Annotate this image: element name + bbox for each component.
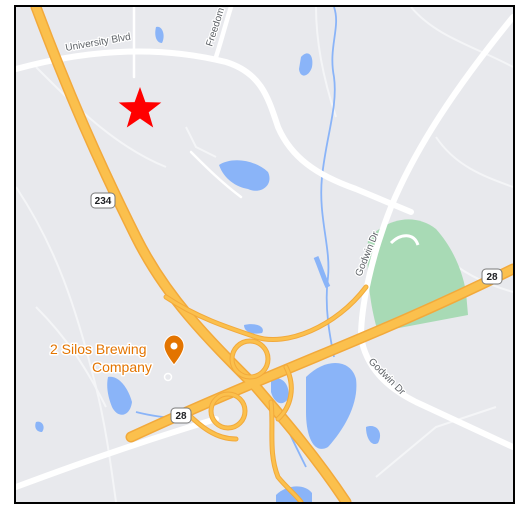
pond [299,53,313,76]
route-28-south-road [16,416,219,490]
minor-roads [16,7,513,502]
route-shield-28-south[interactable]: 28 [170,407,192,424]
route-shield-234[interactable]: 234 [90,192,116,209]
pond [366,426,381,445]
reservoir [306,362,357,449]
map-frame[interactable]: University Blvd Freedom Godwin Dr Godwin… [14,5,515,504]
shield-234-label: 234 [95,196,112,207]
godwin-dr-road [357,14,513,450]
poi-name-line2: Company [92,359,152,375]
university-blvd-road [16,48,414,215]
shield-28-east-label: 28 [486,272,498,283]
poi-2-silos-brewing[interactable]: 2 Silos Brewing Company [49,334,185,382]
pond [244,324,263,334]
local-roads [16,7,513,490]
freedom-road [213,7,234,60]
route-shield-28-east[interactable]: 28 [481,268,503,285]
poi-dot [163,372,173,382]
red-star-icon[interactable] [118,87,162,128]
pond [35,421,44,432]
pond [219,160,270,191]
shield-28-south-label: 28 [175,411,187,422]
park-path [389,234,420,246]
pond [107,376,132,415]
pond [271,378,289,404]
poi-name-line1: 2 Silos Brewing [50,341,147,357]
pond [155,26,164,43]
place-pin-icon[interactable] [163,334,185,366]
map-canvas[interactable]: University Blvd Freedom Godwin Dr Godwin… [16,7,513,502]
